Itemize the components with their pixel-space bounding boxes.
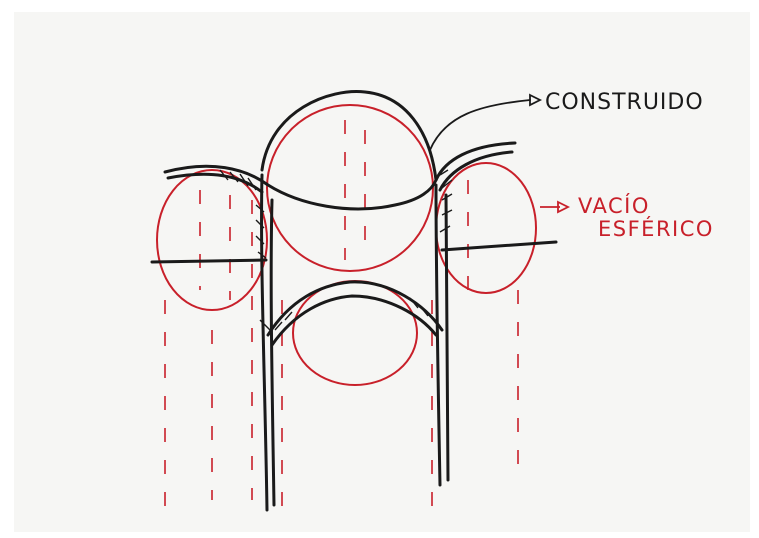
arrow-red bbox=[540, 202, 568, 212]
arrow-head-black bbox=[530, 95, 540, 105]
label-built: CONSTRUIDO bbox=[545, 90, 704, 115]
void-sphere-top bbox=[267, 105, 433, 271]
dashed-guides bbox=[165, 120, 518, 520]
built-mass bbox=[152, 92, 556, 510]
label-void-line2: ESFÉRICO bbox=[598, 216, 714, 241]
right-horizon-line bbox=[442, 242, 556, 250]
label-void-line1: VACÍO bbox=[578, 193, 650, 218]
void-sphere-right bbox=[436, 163, 536, 293]
void-sphere-left bbox=[157, 170, 267, 310]
left-wing bbox=[165, 166, 436, 209]
left-horizon-line bbox=[152, 260, 266, 262]
hatching bbox=[220, 170, 452, 330]
